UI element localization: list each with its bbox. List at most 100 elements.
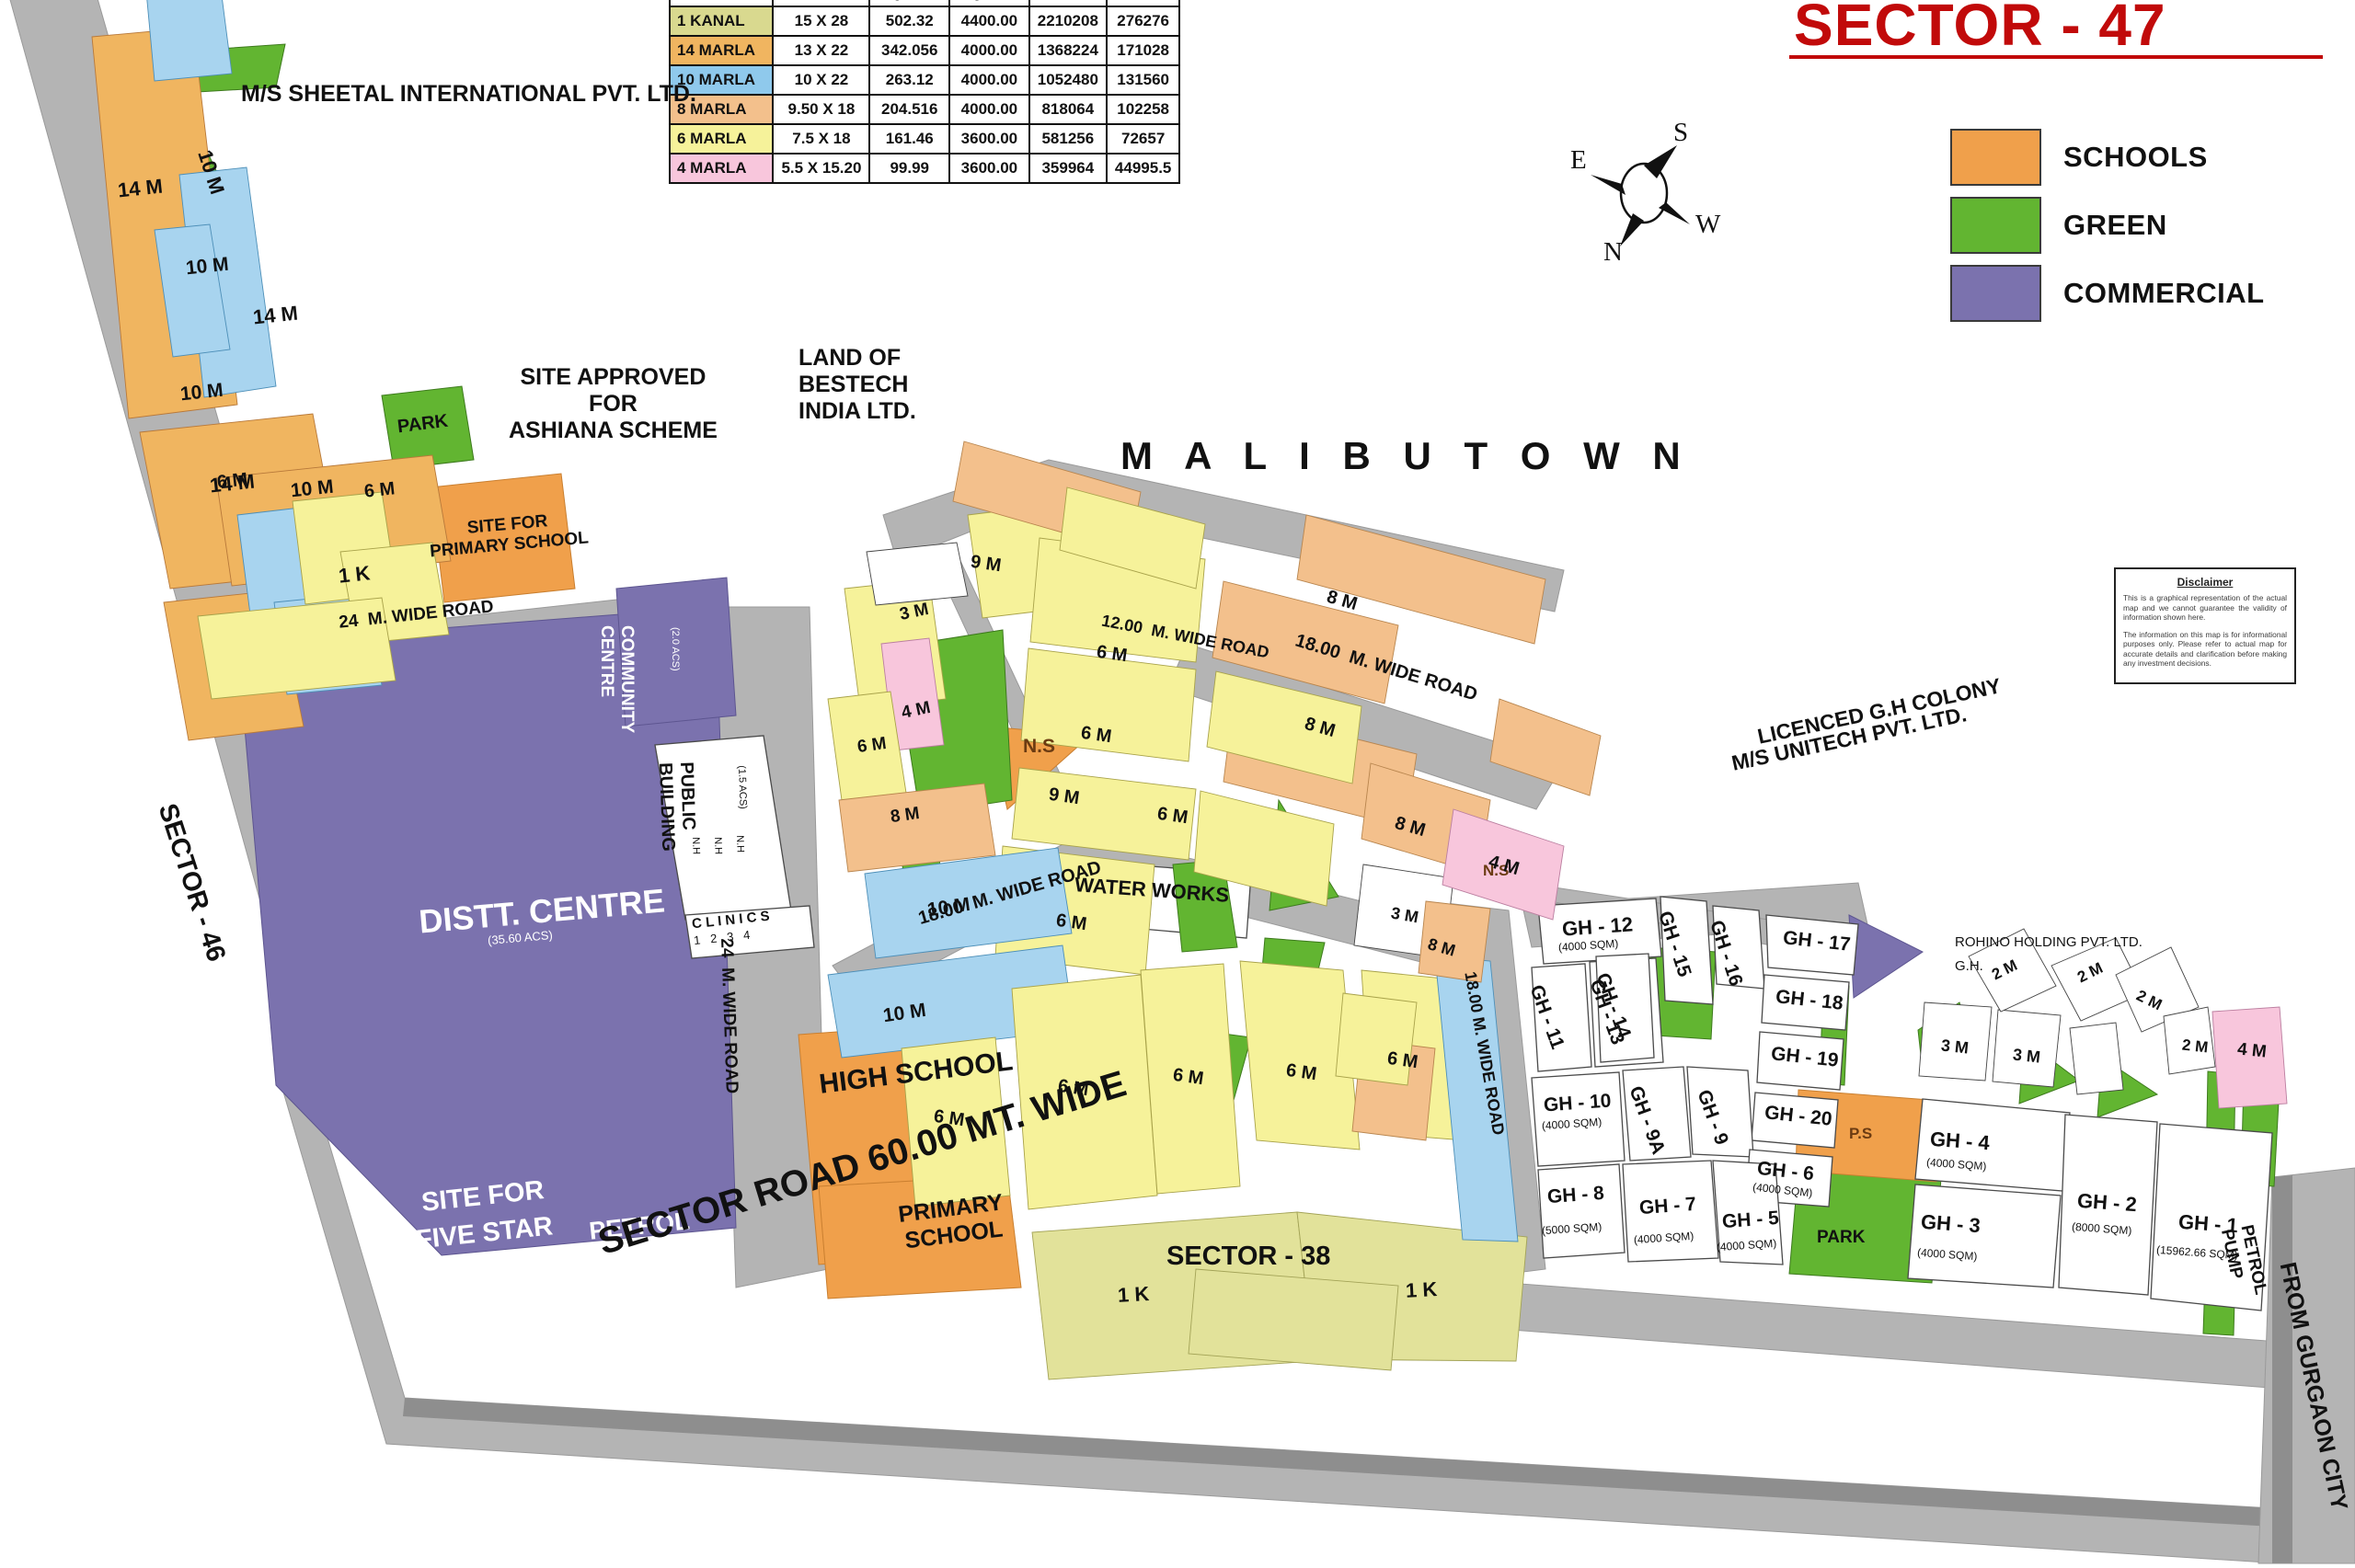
page-title: SECTOR - 47 <box>1794 0 2166 58</box>
label-public-acs: (1.5 ACS) <box>736 765 749 810</box>
gh-label-3: GH - 3 <box>1920 1209 1982 1238</box>
legend-item-commercial: COMMERCIAL <box>1950 265 2265 322</box>
cell-size-mtr: 7.5 X 18 <box>772 122 871 155</box>
disclaimer-box: Disclaimer This is a graphical represent… <box>2114 567 2296 684</box>
cell-size-yds: 342.056 <box>868 34 951 66</box>
gh-label-12: GH - 12 <box>1561 912 1634 941</box>
disclaimer-para-1: This is a graphical representation of th… <box>2123 593 2287 622</box>
parcel-community-centre <box>615 577 737 727</box>
label-ashiana: SITE APPROVED FOR ASHIANA SCHEME <box>509 364 718 443</box>
label-rohino: ROHINO HOLDING PVT. LTD. <box>1955 934 2142 950</box>
compass-label-e: E <box>1570 145 1587 175</box>
plot-cat-6m-6: 6 M <box>1155 803 1189 829</box>
cell-size-yds: 502.32 <box>868 5 951 37</box>
gh-1 <box>2150 1123 2273 1311</box>
cell-size-mtr: 9.50 X 18 <box>772 93 871 125</box>
rate-table-header-row: CATEGORY SIZE INMTR. SIZE INSQ. YDS RATE… <box>668 0 1181 7</box>
compass-label-s: S <box>1673 118 1689 147</box>
plot-cat-6m-1: 6 M <box>215 469 249 493</box>
legend-swatch-commercial <box>1950 265 2041 322</box>
cell-size-mtr: 5.5 X 15.20 <box>772 152 871 184</box>
plot-cat-3m-4: 3 M <box>2012 1045 2042 1067</box>
cell-rate-yds: 4000.00 <box>948 34 1030 66</box>
cell-size-mtr: 15 X 28 <box>772 5 871 37</box>
cell-size-yds: 204.516 <box>868 93 951 125</box>
legend-swatch-schools <box>1950 129 2041 186</box>
legend-label-commercial: COMMERCIAL <box>2063 277 2265 309</box>
cell-size-yds: 161.46 <box>868 122 951 155</box>
gh-label-8: GH - 8 <box>1546 1182 1605 1208</box>
compass-label-w: W <box>1695 210 1721 239</box>
cell-category: 14 MARLA <box>668 34 775 66</box>
cell-inst: 131560 <box>1105 63 1181 96</box>
gh-label-5: GH - 5 <box>1721 1207 1780 1233</box>
label-community-acs: (2.0 ACS) <box>670 627 681 671</box>
gh-9a <box>1622 1066 1692 1162</box>
gh-10 <box>1531 1071 1626 1167</box>
plot-cat-14m-1: 14 M <box>116 174 165 202</box>
label-bestech: LAND OF BESTECH INDIA LTD. <box>798 345 916 424</box>
plot-cat-6m-12: 6 M <box>1385 1047 1419 1073</box>
compass-rose: S E W N <box>1570 118 1743 267</box>
plot-cat-6m-8: 6 M <box>1056 1075 1090 1101</box>
plot-cat-6m-5: 6 M <box>1079 722 1113 748</box>
plot-grid-lower <box>1188 992 1418 1371</box>
th-inst: INST. <box>1105 0 1181 7</box>
cell-rate-yds: 3600.00 <box>948 122 1030 155</box>
label-nh-3: N.H <box>734 835 746 853</box>
table-row: 10 MARLA 10 X 22 263.12 4000.00 1052480 … <box>668 63 1181 96</box>
disclaimer-para-2: The information on this map is for infor… <box>2123 629 2287 669</box>
cell-value: 359964 <box>1028 152 1108 184</box>
table-row: 1 KANAL 15 X 28 502.32 4400.00 2210208 2… <box>668 5 1181 37</box>
cell-inst: 44995.5 <box>1105 152 1181 184</box>
gh-17 <box>1765 914 1859 976</box>
plot-cat-6m-4: 6 M <box>1095 641 1129 667</box>
gh-8 <box>1537 1163 1626 1259</box>
rate-table: CATEGORY SIZE INMTR. SIZE INSQ. YDS RATE… <box>668 0 1181 184</box>
parcel-clinics <box>684 905 815 959</box>
label-park-right: PARK <box>1817 1228 1866 1247</box>
cell-size-mtr: 13 X 22 <box>772 34 871 66</box>
gh-5 <box>1712 1160 1784 1265</box>
th-rate-yds: RATE INSQ. YDS <box>948 0 1030 7</box>
plot-cat-6m-9: 6 M <box>1171 1064 1205 1090</box>
cell-inst: 102258 <box>1105 93 1181 125</box>
cell-size-yds: 99.99 <box>868 152 951 184</box>
plot-cat-1k-2: 1 K <box>1117 1282 1150 1307</box>
th-category: CATEGORY <box>668 0 775 7</box>
label-sector-38: SECTOR - 38 <box>1166 1242 1331 1271</box>
plot-cat-2m-4: 2 M <box>2181 1036 2210 1057</box>
cell-value: 581256 <box>1028 122 1108 155</box>
gh-15 <box>1660 896 1714 1005</box>
plot-cat-4m-3: 4 M <box>2236 1039 2268 1062</box>
gh-label-10: GH - 10 <box>1543 1090 1613 1116</box>
th-size-yds: SIZE INSQ. YDS <box>868 0 951 7</box>
gh-11 <box>1531 963 1592 1072</box>
cell-rate-yds: 4400.00 <box>948 5 1030 37</box>
cell-category: 8 MARLA <box>668 93 775 125</box>
gh-20 <box>1751 1092 1839 1149</box>
gh-18 <box>1761 974 1850 1031</box>
cell-category: 10 MARLA <box>668 63 775 96</box>
cell-value: 2210208 <box>1028 5 1108 37</box>
legend-label-schools: SCHOOLS <box>2063 141 2208 173</box>
cell-value: 818064 <box>1028 93 1108 125</box>
cell-category: 4 MARLA <box>668 152 775 184</box>
table-row: 8 MARLA 9.50 X 18 204.516 4000.00 818064… <box>668 93 1181 125</box>
gh-3 <box>1907 1184 2062 1288</box>
cell-inst: 276276 <box>1105 5 1181 37</box>
gh-7 <box>1622 1160 1719 1263</box>
compass-label-n: N <box>1603 237 1623 267</box>
map-legend: SCHOOLS GREEN COMMERCIAL <box>1950 129 2265 333</box>
cell-inst: 171028 <box>1105 34 1181 66</box>
table-row: 14 MARLA 13 X 22 342.056 4000.00 1368224… <box>668 34 1181 66</box>
plot-cat-1k-3: 1 K <box>1405 1277 1438 1302</box>
label-community-centre: COMMUNITY CENTRE <box>596 625 637 734</box>
plot-cat-8m-1: 8 M <box>889 803 921 828</box>
plot-cat-3m-3: 3 M <box>1940 1036 1970 1058</box>
cell-category: 6 MARLA <box>668 122 775 155</box>
gh-2 <box>2058 1114 2158 1296</box>
legend-swatch-green <box>1950 197 2041 254</box>
